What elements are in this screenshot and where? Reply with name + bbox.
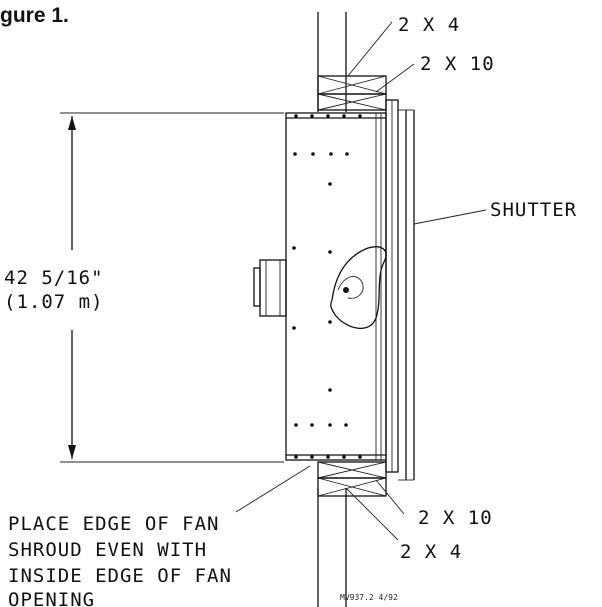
label-top-2x10: 2 X 10 bbox=[420, 53, 495, 75]
height-dimension bbox=[60, 112, 284, 463]
fan-shroud bbox=[285, 99, 399, 473]
label-shutter: SHUTTER bbox=[490, 199, 577, 221]
label-bottom-2x10: 2 X 10 bbox=[418, 507, 493, 529]
label-height-metric: (1.07 m) bbox=[4, 291, 104, 313]
bottom-header-block bbox=[317, 461, 387, 497]
note-line-1: PLACE EDGE OF FAN bbox=[8, 513, 219, 535]
top-header-block bbox=[317, 75, 387, 111]
figure-caption: gure 1. bbox=[0, 4, 69, 27]
warning-label-sketch bbox=[330, 246, 387, 329]
note-line-2: SHROUD EVEN WITH bbox=[8, 539, 207, 561]
label-top-2x4: 2 X 4 bbox=[398, 14, 460, 36]
shutter-outline bbox=[398, 109, 415, 481]
label-bottom-2x4: 2 X 4 bbox=[400, 541, 462, 563]
label-height-imperial: 42 5/16" bbox=[4, 267, 104, 289]
note-line-3: INSIDE EDGE OF FAN bbox=[8, 565, 232, 587]
leader-lines bbox=[235, 21, 487, 541]
drawing-id: MV937.2 4/92 bbox=[340, 593, 398, 602]
motor-housing bbox=[253, 259, 287, 317]
note-line-4: OPENING bbox=[8, 589, 95, 607]
